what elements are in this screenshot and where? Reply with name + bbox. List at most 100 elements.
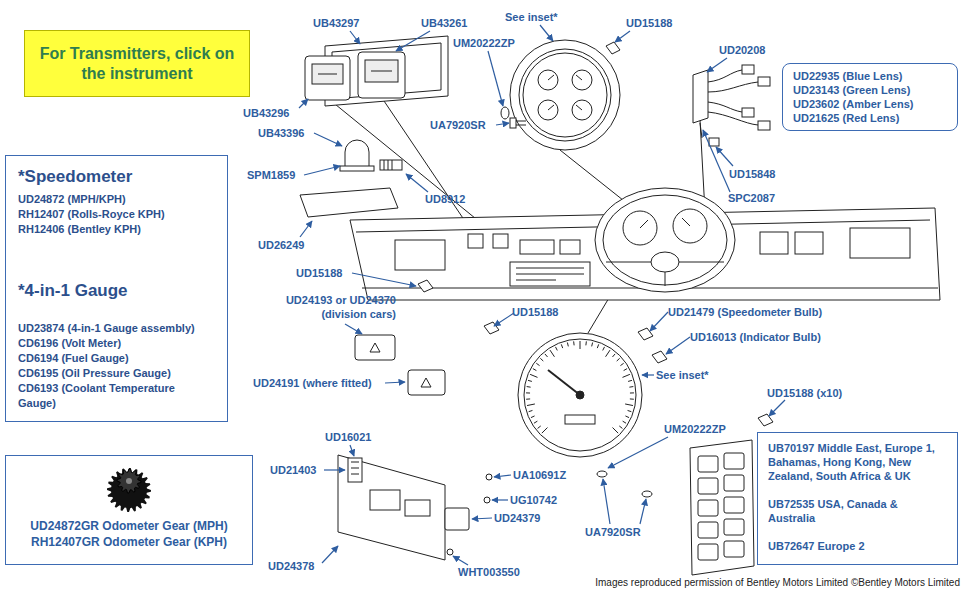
leader-line (350, 31, 360, 44)
parts-drawing (548, 75, 582, 110)
part-number: UD16013 (Indicator Bulb) (690, 330, 821, 344)
leader-line (324, 469, 345, 470)
parts-drawing (338, 455, 445, 560)
part-number: UG10742 (510, 493, 557, 507)
part-text: UD23874 (4-in-1 Gauge assembly) (18, 321, 215, 336)
dial-ticks (613, 428, 619, 434)
parts-drawing (548, 370, 580, 395)
parts-drawing (698, 478, 718, 494)
parts-drawing (742, 108, 754, 117)
parts-drawing (305, 56, 350, 100)
part-number: UD15188 (626, 16, 672, 30)
part-text: RH12406 (Bentley KPH) (18, 222, 215, 237)
parts-drawing (724, 541, 744, 557)
parts-drawing (518, 333, 642, 457)
parts-drawing (340, 166, 374, 171)
leader-line (707, 58, 727, 72)
part-number: See inset* (505, 10, 558, 24)
parts-drawing (560, 240, 580, 254)
part-number: UD16021 (325, 430, 371, 444)
part-number: UB43296 (243, 106, 289, 120)
dial-ticks (603, 347, 605, 351)
leader-line (615, 31, 630, 42)
parts-drawing (523, 53, 607, 137)
part-number: UD26249 (258, 238, 304, 252)
leader-line (640, 499, 646, 524)
part-text: UD24872GR Odometer Gear (MPH) (12, 518, 246, 534)
parts-drawing (300, 188, 398, 217)
dial-ticks (526, 341, 634, 433)
dial-ticks (625, 404, 633, 406)
part-number: UB43261 (421, 16, 467, 30)
parts-drawing (698, 456, 718, 472)
leader-line (769, 400, 785, 416)
parts-drawing (468, 234, 483, 248)
leader-line (492, 499, 508, 500)
parts-drawing (565, 415, 595, 424)
leader-line (299, 99, 308, 108)
dial-ticks (622, 374, 629, 377)
leader-line (496, 123, 509, 125)
dial-ticks (567, 342, 569, 346)
parts-drawing (370, 343, 380, 352)
parts-drawing (698, 522, 718, 538)
parts-drawing (519, 49, 611, 141)
part-number: UM20222ZP (664, 422, 726, 436)
part-text: UB70197 Middle East, Europe 1, Bahamas, … (768, 441, 947, 483)
leader-line (608, 437, 668, 468)
parts-drawing (693, 70, 708, 123)
parts-drawing (510, 262, 590, 286)
part-text: RH12407GR Odometer Gear (KPH) (12, 534, 246, 550)
parts-drawing (355, 335, 395, 360)
dial-ticks (526, 392, 530, 393)
note-box: For Transmitters, click on the instrumen… (24, 30, 250, 97)
dial-ticks (580, 341, 581, 349)
leader-line (406, 174, 428, 192)
leader-line (494, 475, 511, 477)
leader-line (352, 273, 416, 286)
dial-ticks (623, 421, 626, 423)
dial-ticks (528, 380, 532, 381)
parts-drawing (421, 378, 431, 387)
dial-ticks (530, 374, 537, 377)
parts-drawing (510, 40, 620, 150)
parts-drawing (365, 60, 398, 82)
leader-line (385, 382, 405, 383)
parts-drawing (652, 351, 667, 363)
part-number: UD15188 (x10) (767, 386, 842, 400)
parts-drawing (640, 218, 690, 228)
part-number: UD15188 (296, 266, 342, 280)
dial-ticks (533, 369, 536, 371)
parts-drawing (493, 234, 508, 248)
dial-ticks (612, 354, 615, 357)
parts-drawing (850, 228, 910, 258)
dial-ticks (536, 363, 539, 365)
parts-drawing (760, 232, 788, 254)
dial-ticks (542, 428, 548, 434)
dial-ticks (619, 426, 622, 428)
leader-line (650, 312, 668, 331)
parts-drawing (700, 70, 758, 138)
leader-line (540, 25, 553, 41)
parts-drawing (690, 440, 754, 575)
part-number: UD21403 (270, 463, 316, 477)
parts-drawing (318, 74, 337, 75)
gear-image (126, 478, 132, 484)
part-number: UM20222ZP (453, 36, 515, 50)
part-text: UB72535 USA, Canada & Australia (768, 497, 947, 525)
dial-ticks (555, 347, 557, 351)
parts-drawing (510, 118, 516, 128)
part-text: UD23143 (Green Lens) (793, 83, 947, 97)
parts-drawing (418, 280, 433, 292)
parts-drawing (520, 240, 554, 254)
part-number: UB43297 (313, 16, 359, 30)
dial-ticks (561, 344, 562, 348)
leader-line (314, 133, 342, 146)
leader-line (300, 221, 312, 237)
part-number: WHT003550 (458, 565, 520, 579)
dial-ticks (527, 404, 535, 406)
part-number: UD24379 (494, 511, 540, 525)
parts-drawing (795, 232, 823, 254)
leader-line (716, 147, 733, 166)
